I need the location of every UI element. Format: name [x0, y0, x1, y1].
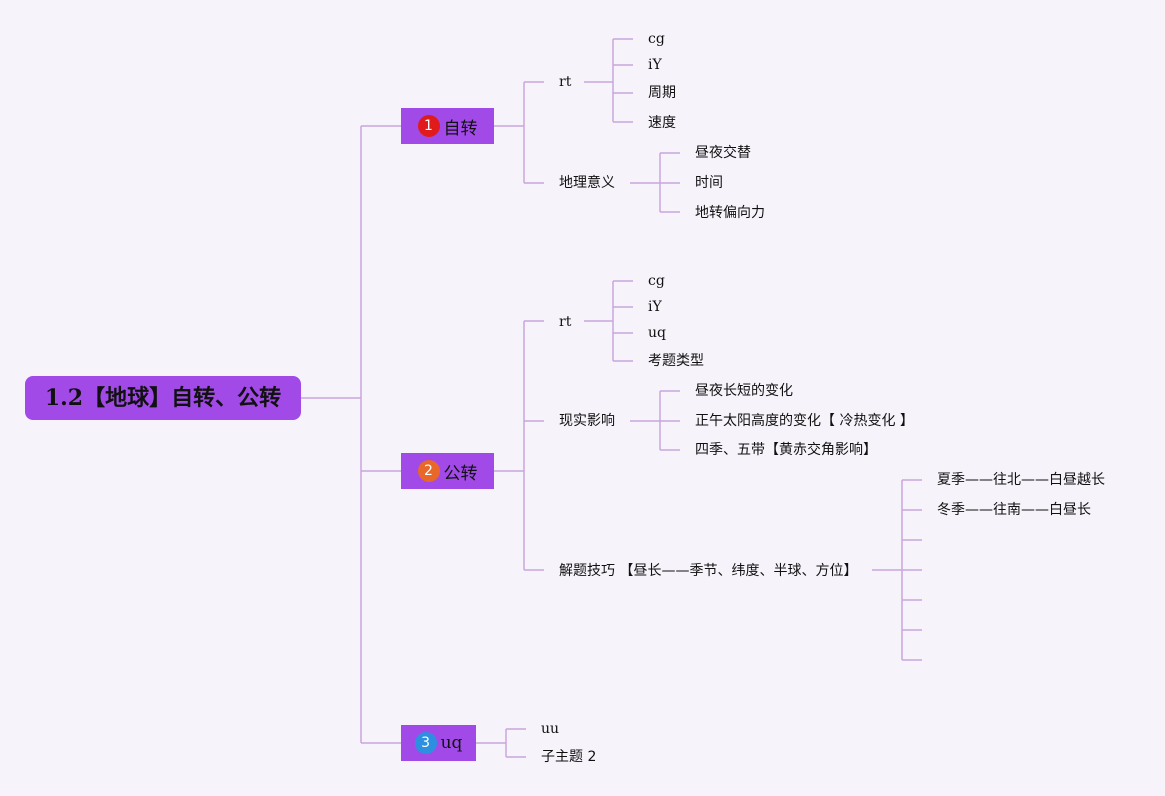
topic-label: 自转 — [443, 118, 478, 139]
root-topic[interactable]: 1.2【地球】自转、公转 — [25, 376, 301, 420]
topic-uq[interactable]: 3 uq — [401, 725, 476, 761]
leaf-node[interactable]: 周期 — [648, 85, 676, 101]
leaf-node[interactable]: iY — [648, 299, 662, 315]
subtopic-rt[interactable]: rt — [559, 74, 572, 90]
leaf-node[interactable]: 四季、五带【黄赤交角影响】 — [695, 442, 877, 458]
leaf-node[interactable]: 地转偏向力 — [695, 205, 765, 221]
leaf-node[interactable]: 速度 — [648, 115, 676, 131]
subtopic-problem-solving-tips[interactable]: 解题技巧 【昼长——季节、纬度、半球、方位】 — [559, 563, 858, 579]
leaf-node[interactable]: iY — [648, 57, 662, 73]
topic-revolution[interactable]: 2 公转 — [401, 453, 494, 489]
leaf-node[interactable]: 考题类型 — [648, 353, 704, 369]
topic-label: 公转 — [443, 463, 478, 484]
subtopic-geographic-significance[interactable]: 地理意义 — [559, 175, 615, 191]
root-title-text: 【地球】自转、公转 — [83, 386, 282, 411]
topic-label: uq — [440, 733, 463, 753]
leaf-node[interactable]: 夏季——往北——白昼越长 — [937, 472, 1105, 488]
number-badge-1: 1 — [417, 115, 440, 137]
leaf-node[interactable]: 昼夜长短的变化 — [695, 383, 793, 399]
leaf-node[interactable]: cg — [648, 31, 665, 47]
leaf-node[interactable]: cg — [648, 273, 665, 289]
number-badge-2: 2 — [417, 460, 440, 482]
topic-rotation[interactable]: 1 自转 — [401, 108, 494, 144]
leaf-node[interactable]: 冬季——往南——白昼长 — [937, 502, 1091, 518]
subtopic-real-impact[interactable]: 现实影响 — [559, 413, 615, 429]
leaf-node[interactable]: 正午太阳高度的变化【 冷热变化 】 — [695, 413, 914, 429]
root-title-number: 1.2 — [44, 385, 84, 411]
leaf-node[interactable]: 时间 — [695, 175, 723, 191]
subtopic-rt[interactable]: rt — [559, 314, 572, 330]
leaf-node[interactable]: uq — [648, 325, 666, 341]
leaf-node[interactable]: uu — [541, 721, 560, 737]
leaf-node[interactable]: 昼夜交替 — [695, 145, 751, 161]
leaf-node[interactable]: 子主题 2 — [541, 749, 597, 765]
number-badge-3: 3 — [414, 732, 437, 754]
